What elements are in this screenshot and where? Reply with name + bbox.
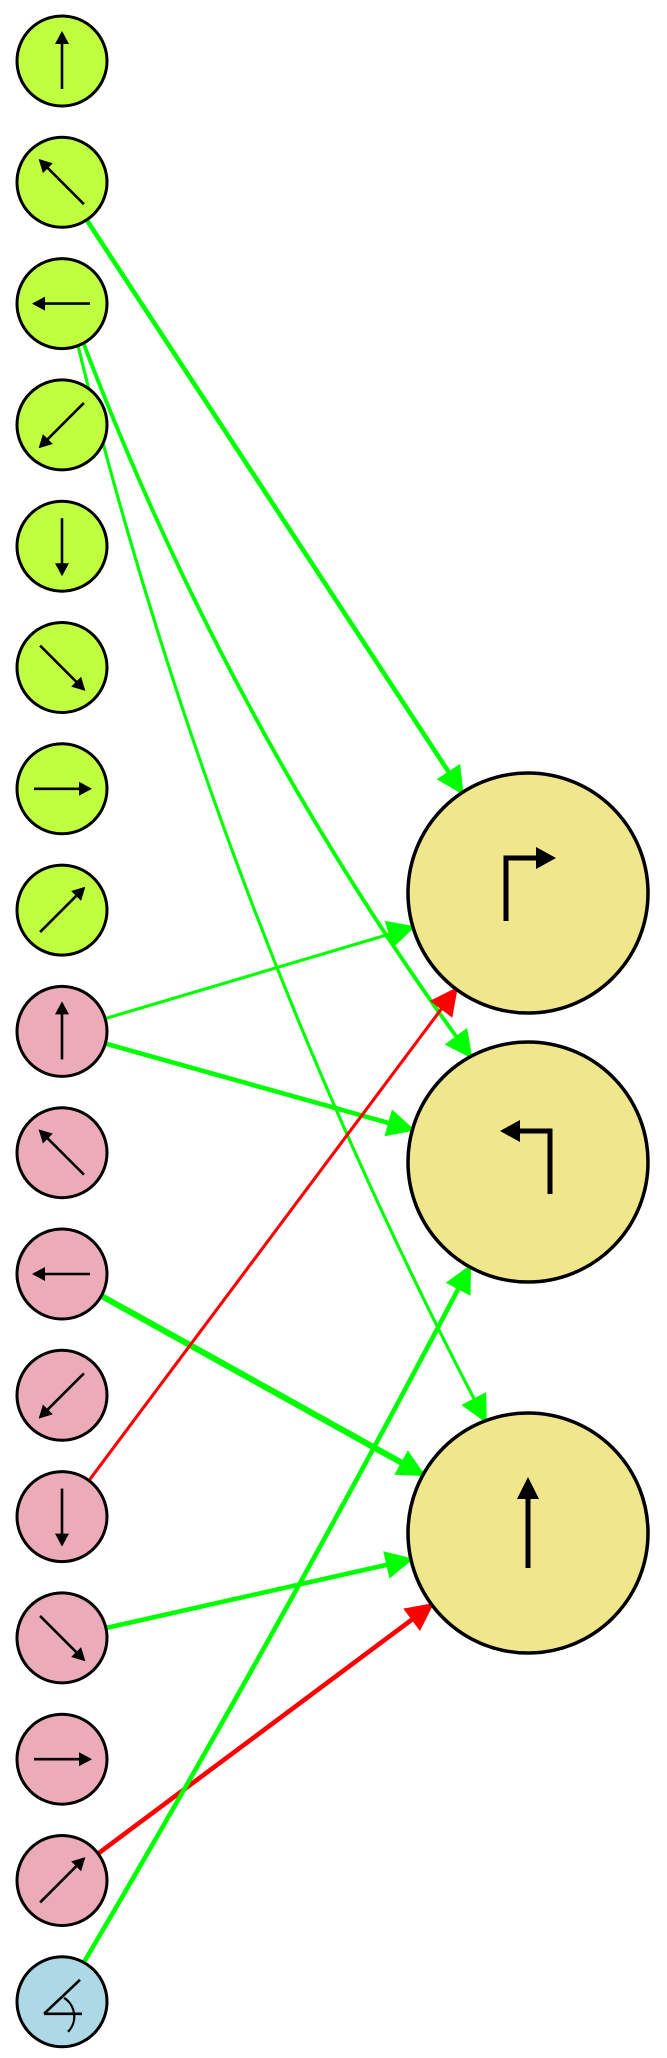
edge-b-down-to-turn-right	[87, 986, 458, 1482]
input-node-b-right	[15, 1712, 109, 1806]
arrow-right-icon	[34, 1752, 92, 1767]
input-node-b-down-right	[15, 1591, 109, 1685]
edge-b-down-right-to-forward	[105, 1551, 414, 1631]
arrow-down-left-icon	[38, 402, 85, 449]
edge-c-angle-to-turn-left	[81, 1264, 472, 1964]
input-node-b-down	[15, 1470, 109, 1564]
output-node-forward	[406, 1411, 650, 1655]
input-node-b-down-left	[15, 1348, 109, 1442]
arrow-down-left-icon	[38, 1372, 85, 1419]
arrow-up-right-icon	[39, 1857, 86, 1904]
edge-a-left-to-turn-left	[81, 342, 473, 1059]
output-node-turn-right	[406, 771, 650, 1015]
forward-arrow-icon	[517, 1477, 539, 1568]
edge-a-left-to-forward	[76, 345, 487, 1424]
input-node-a-down	[15, 499, 109, 593]
turn-right-icon	[503, 847, 556, 921]
arrow-right-icon	[34, 781, 92, 796]
input-nodes	[15, 14, 109, 2049]
arrow-up-left-icon	[38, 1129, 85, 1176]
angle-icon	[43, 1978, 82, 2033]
arrow-down-right-icon	[39, 644, 86, 691]
edge-b-left-to-forward	[99, 1293, 426, 1478]
arrow-up-icon	[55, 31, 69, 89]
arrow-up-icon	[55, 1001, 69, 1060]
input-node-a-down-right	[15, 621, 109, 714]
edge-b-up-right-to-forward	[96, 1602, 435, 1856]
arrow-left-icon	[32, 1267, 90, 1281]
turn-left-icon	[500, 1120, 553, 1194]
arrow-down-icon	[55, 518, 69, 577]
input-node-b-up	[15, 984, 109, 1078]
input-node-c-angle	[15, 1955, 109, 2049]
arrow-up-right-icon	[39, 886, 86, 933]
input-node-b-left	[15, 1227, 109, 1321]
arrow-left-icon	[32, 296, 90, 311]
arrow-up-left-icon	[38, 158, 85, 206]
arrow-down-icon	[55, 1488, 69, 1547]
input-node-b-up-right	[15, 1834, 109, 1927]
input-node-a-down-left	[15, 378, 109, 472]
input-node-a-left	[15, 257, 109, 351]
output-node-turn-left	[406, 1040, 650, 1284]
input-node-b-up-left	[15, 1106, 109, 1200]
edge-b-up-to-turn-left	[104, 1041, 416, 1137]
input-node-a-up-left	[15, 135, 109, 229]
input-node-a-right	[15, 742, 109, 836]
edge-b-up-to-turn-right	[104, 920, 416, 1021]
input-node-a-up-right	[15, 863, 109, 957]
input-node-a-up	[15, 14, 109, 108]
output-nodes	[406, 771, 650, 1655]
arrow-down-right-icon	[39, 1615, 86, 1662]
edge-a-up-left-to-turn-right	[84, 218, 465, 795]
connections	[76, 218, 487, 1964]
